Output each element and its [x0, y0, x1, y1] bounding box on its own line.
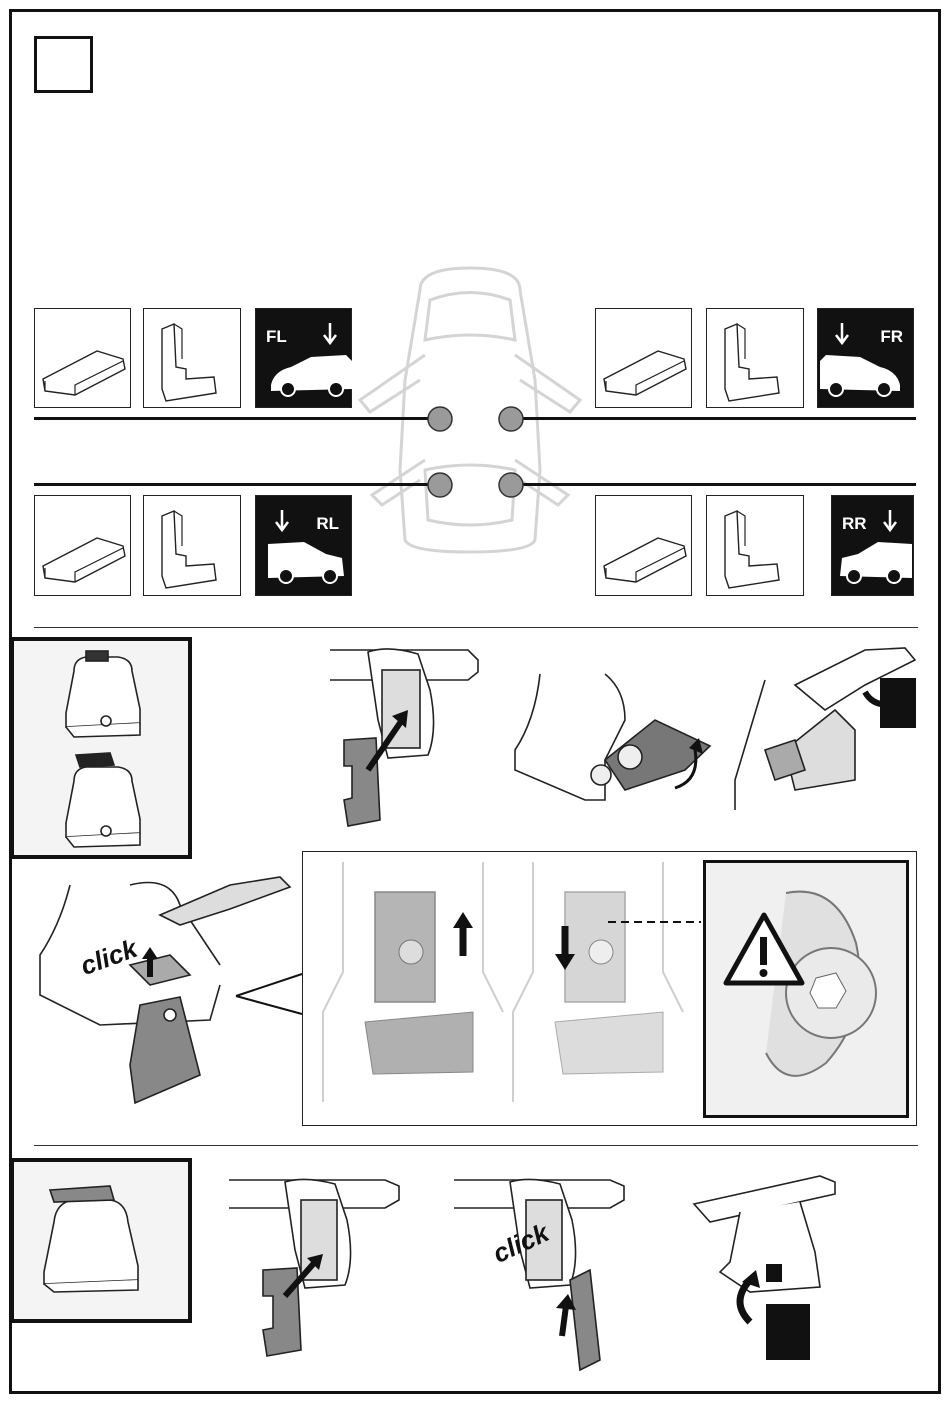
warning-triangle-icon [706, 863, 912, 1121]
clip-insert-illustration [318, 640, 488, 840]
rubber-pad-icon [596, 309, 693, 409]
dot-rear-left [428, 473, 452, 497]
detail-pointer-lines [232, 970, 312, 1020]
position-card-fl: FL [255, 308, 352, 408]
dot-front-right [499, 407, 523, 431]
alternative-foot-panel [10, 1158, 192, 1323]
rubber-pad-icon [35, 496, 132, 597]
foot-cover-rotate-illustration [505, 660, 735, 830]
foot-variants-panel [10, 637, 192, 859]
roof-foot-illustrations [14, 641, 196, 863]
arrow-down-icon [256, 496, 353, 597]
clip-thumbnail-rr [706, 495, 804, 596]
fitting-clip-icon [144, 496, 242, 597]
rubber-pad-icon [596, 496, 693, 597]
pad-thumbnail-fr [595, 308, 692, 408]
fitting-clip-icon [707, 496, 805, 597]
roof-foot-illustration [14, 1162, 196, 1327]
foot-open-illustration [725, 640, 925, 820]
clip-thumbnail-rl [143, 495, 241, 596]
mounted-foot-illustration [690, 1172, 850, 1362]
tightening-detail-inset [302, 851, 917, 1126]
warning-detail-box [703, 860, 909, 1118]
arrow-down-icon [832, 496, 915, 597]
arrow-down-icon [818, 309, 915, 409]
fitting-clip-icon [707, 309, 805, 409]
pad-thumbnail-rr [595, 495, 692, 596]
section-divider-2 [34, 1145, 918, 1146]
dot-rear-right [499, 473, 523, 497]
clip-thumbnail-fl [143, 308, 241, 408]
pad-thumbnail-rl [34, 495, 131, 596]
position-card-rr: RR [831, 495, 914, 596]
arrow-down-icon [256, 309, 353, 409]
position-card-fr: FR [817, 308, 914, 408]
clip-thumbnail-fr [706, 308, 804, 408]
rubber-pad-icon [35, 309, 132, 409]
bar-clip-insert-illustration [225, 1170, 425, 1370]
section-divider-1 [34, 627, 918, 628]
dot-front-left [428, 407, 452, 431]
fitting-clip-icon [144, 309, 242, 409]
position-card-rl: RL [255, 495, 352, 596]
pad-thumbnail-fl [34, 308, 131, 408]
bar-clip-click-illustration [450, 1170, 650, 1380]
